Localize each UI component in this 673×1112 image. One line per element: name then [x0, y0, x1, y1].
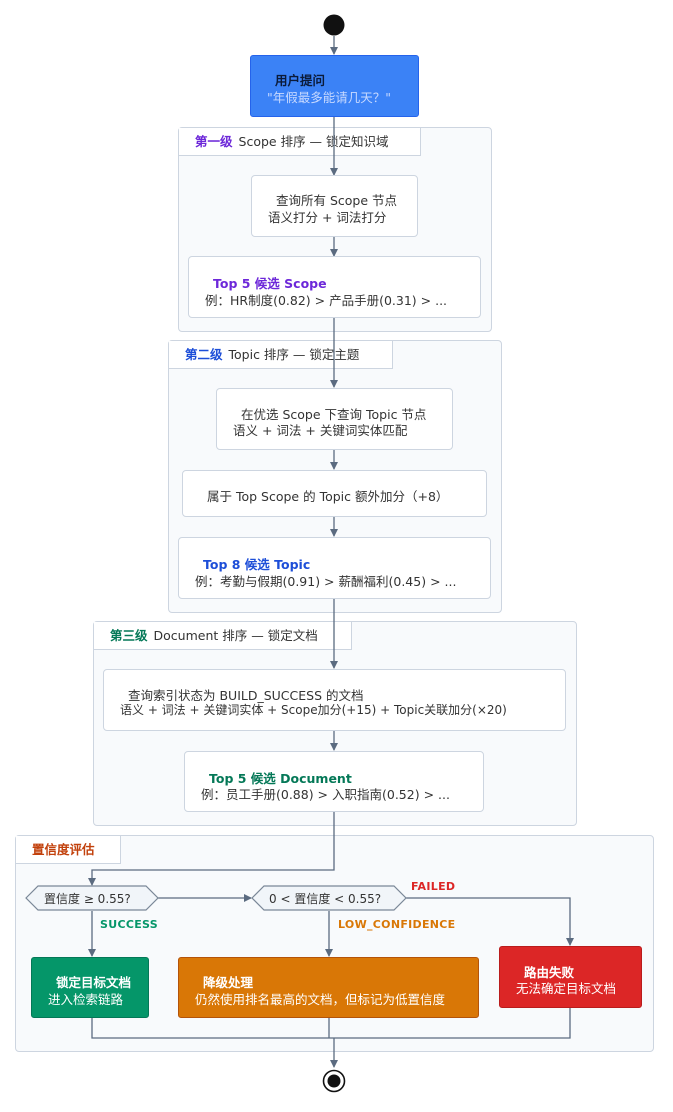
level3-result-node: Top 5 候选 Document 例：员工手册(0.88) > 入职指南(0.…: [184, 751, 484, 812]
level2-query-line2: 语义 + 词法 + 关键词实体匹配: [233, 423, 408, 438]
start-title: 用户提问: [275, 73, 326, 88]
level2-bonus-line1: 属于 Top Scope 的 Topic 额外加分（+8）: [207, 489, 449, 504]
level2-header: 第二级 Topic 排序 — 锁定主题: [169, 341, 393, 369]
level1-tag: 第一级: [195, 134, 233, 149]
level1-query-node: 查询所有 Scope 节点 语义打分 + 词法打分: [251, 175, 418, 237]
level1-result-line2: 例：HR制度(0.82) > 产品手册(0.31) > ...: [205, 293, 448, 308]
level2-result-line1: Top 8 候选 Topic: [203, 557, 311, 572]
low-line2: 仍然使用排名最高的文档，但标记为低置信度: [195, 992, 446, 1007]
failed-node: 路由失败 无法确定目标文档: [499, 946, 642, 1008]
start-circle: [323, 14, 345, 36]
start-node: 用户提问 "年假最多能请几天？": [250, 55, 419, 117]
success-node: 锁定目标文档 进入检索链路: [31, 957, 149, 1018]
level2-result-line2: 例：考勤与假期(0.91) > 薪酬福利(0.45) > ...: [195, 574, 457, 589]
level2-tag: 第二级: [185, 347, 223, 362]
decision2-label: 0 < 置信度 < 0.55?: [269, 892, 382, 906]
level2-query-line1: 在优选 Scope 下查询 Topic 节点: [241, 407, 427, 422]
edge-label-success: SUCCESS: [100, 918, 158, 931]
edge-label-failed: FAILED: [411, 880, 456, 893]
level1-result-node: Top 5 候选 Scope 例：HR制度(0.82) > 产品手册(0.31)…: [188, 256, 481, 318]
level3-title: Document 排序 — 锁定文档: [153, 628, 318, 643]
level3-query-line1: 查询索引状态为 BUILD_SUCCESS 的文档: [128, 688, 364, 703]
level1-title: Scope 排序 — 锁定知识域: [238, 134, 389, 149]
level1-query-line2: 语义打分 + 词法打分: [268, 210, 387, 225]
level1-result-line1: Top 5 候选 Scope: [213, 276, 327, 291]
level3-header: 第三级 Document 排序 — 锁定文档: [94, 622, 352, 650]
level2-bonus-node: 属于 Top Scope 的 Topic 额外加分（+8）: [182, 470, 487, 517]
success-line1: 锁定目标文档: [56, 975, 132, 990]
level3-query-line2: 语义 + 词法 + 关键词实体 + Scope加分(+15) + Topic关联…: [120, 703, 507, 717]
level1-query-line1: 查询所有 Scope 节点: [276, 193, 398, 208]
level3-query-node: 查询索引状态为 BUILD_SUCCESS 的文档 语义 + 词法 + 关键词实…: [103, 669, 566, 731]
edge-label-low-confidence: LOW_CONFIDENCE: [338, 918, 456, 931]
level2-query-node: 在优选 Scope 下查询 Topic 节点 语义 + 词法 + 关键词实体匹配: [216, 388, 453, 450]
decision1-shape: [25, 885, 159, 911]
low-confidence-node: 降级处理 仍然使用排名最高的文档，但标记为低置信度: [178, 957, 479, 1018]
success-line2: 进入检索链路: [48, 992, 124, 1007]
low-line1: 降级处理: [203, 975, 254, 990]
start-subtitle: "年假最多能请几天？": [267, 90, 391, 105]
failed-line1: 路由失败: [524, 965, 575, 980]
end-circle-inner: [327, 1074, 341, 1088]
level2-result-node: Top 8 候选 Topic 例：考勤与假期(0.91) > 薪酬福利(0.45…: [178, 537, 491, 599]
decision1-label: 置信度 ≥ 0.55?: [44, 892, 131, 906]
level2-title: Topic 排序 — 锁定主题: [228, 347, 360, 362]
level1-header: 第一级 Scope 排序 — 锁定知识域: [179, 128, 421, 156]
level3-result-line1: Top 5 候选 Document: [209, 771, 352, 786]
failed-line2: 无法确定目标文档: [516, 981, 617, 996]
confidence-title: 置信度评估: [32, 842, 95, 857]
level3-tag: 第三级: [110, 628, 148, 643]
decision2-shape: [251, 885, 407, 911]
confidence-header: 置信度评估: [16, 836, 121, 864]
level3-result-line2: 例：员工手册(0.88) > 入职指南(0.52) > ...: [201, 787, 450, 802]
